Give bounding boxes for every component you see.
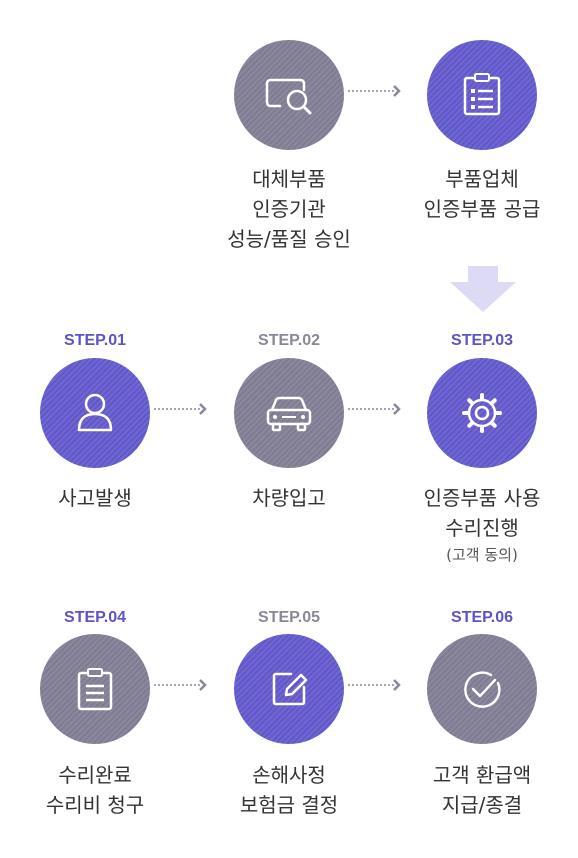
car-icon [266,396,312,432]
connector-arrow [154,403,207,415]
step-03-node [427,358,537,468]
down-arrow-icon [450,266,516,312]
supply-node [427,40,537,150]
step-01-node [40,358,150,468]
step-02-label: STEP.02 [258,332,320,349]
connector-arrow [348,679,401,691]
step-04-node [40,634,150,744]
step-06-label: STEP.06 [451,609,513,626]
clipboard-icon [77,668,113,711]
step-03-label: STEP.03 [451,332,513,349]
search-window-icon [265,78,312,115]
step-01-label: STEP.01 [64,332,126,349]
step-05-label: STEP.05 [258,609,320,626]
person-icon [77,393,113,432]
approval-node [234,40,344,150]
step-02-text: 차량입고 [252,486,326,510]
step-04-text: 수리완료 수리비 청구 [45,763,145,817]
step-06-text: 고객 환급액 지급/종결 [432,763,532,817]
step-03-note: (고객 동의) [446,546,518,564]
step-05-text: 손해사정 보험금 결정 [239,763,339,817]
step-06-node [427,634,537,744]
connector-arrow [348,403,401,415]
supply-label: 부품업체 인증부품 공급 [423,167,541,221]
connector-arrow [348,85,401,97]
edit-icon [272,672,308,706]
approval-label: 대체부품 인증기관 성능/품질 승인 [227,167,351,251]
step-05-node [234,634,344,744]
connector-arrow [154,679,207,691]
step-03-text: 인증부품 사용 수리진행 (고객 동의) [387,483,577,567]
step-04-label: STEP.04 [64,609,126,626]
clipboard-list-icon [463,73,501,116]
check-circle-icon [464,671,501,708]
gear-icon [462,393,502,433]
step-01-text: 사고발생 [58,486,132,510]
step-02-node [234,358,344,468]
